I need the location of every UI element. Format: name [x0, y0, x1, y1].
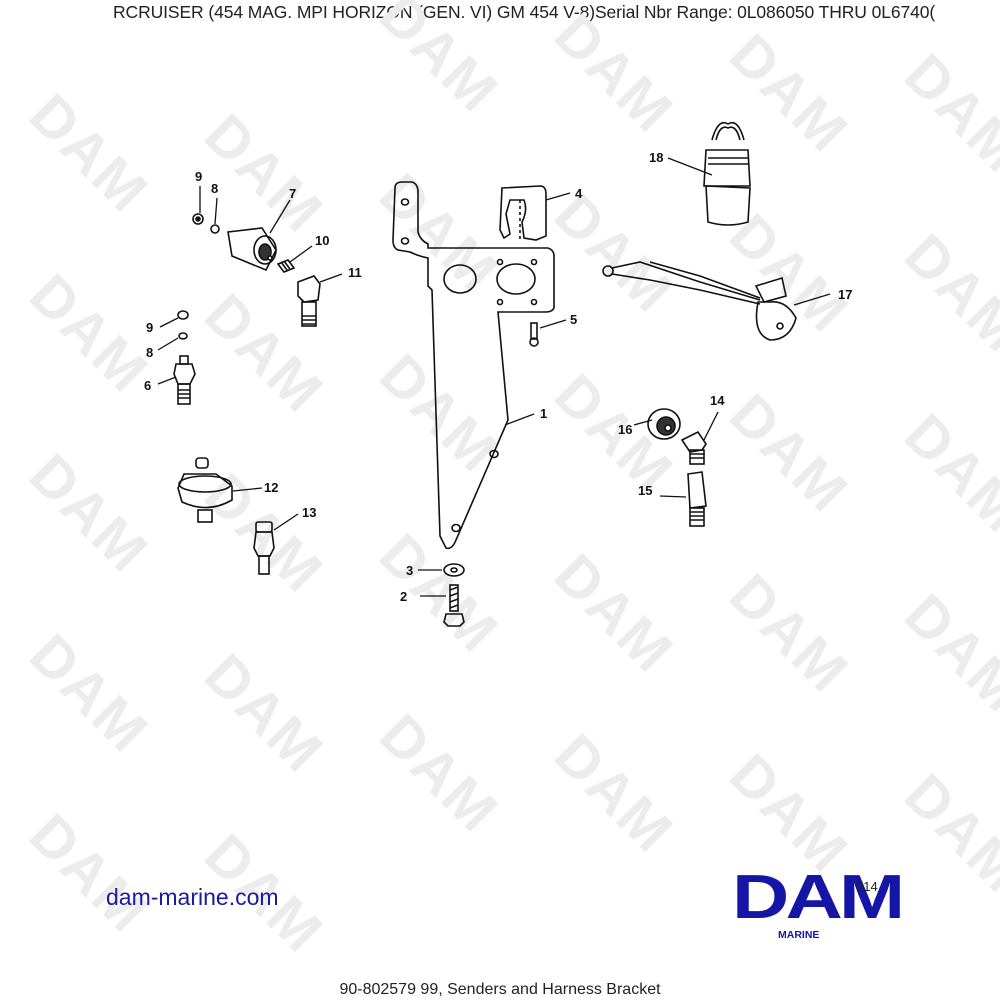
lockwasher-part-8-lower [178, 332, 188, 340]
callout-numbers: 1 2 3 4 5 6 7 8 8 9 9 10 11 12 13 14 15 … [144, 150, 852, 604]
callout-6: 6 [144, 378, 151, 393]
callout-10: 10 [315, 233, 329, 248]
logo-wordmark: DAM [732, 863, 905, 932]
harness-part-17 [602, 261, 797, 341]
callout-1: 1 [540, 406, 547, 421]
website-link[interactable]: dam-marine.com [106, 884, 279, 910]
callout-13: 13 [302, 505, 316, 520]
nut-part-9-lower [177, 310, 189, 320]
fitting-part-10 [276, 259, 296, 273]
callout-5: 5 [570, 312, 577, 327]
connector-part-18 [703, 121, 751, 226]
bracket-part-1 [392, 181, 555, 550]
callout-11: 11 [348, 265, 362, 280]
sender-part-7 [227, 227, 277, 272]
screw-part-5 [529, 322, 539, 347]
bolt-part-2 [443, 584, 465, 627]
sensor-part-13 [253, 521, 275, 575]
callout-8-lower: 8 [146, 345, 153, 360]
diagram-caption: 90-802579 99, Senders and Harness Bracke… [339, 981, 661, 998]
callout-8-upper: 8 [211, 181, 218, 196]
callout-17: 17 [838, 287, 852, 302]
callout-7: 7 [289, 186, 296, 201]
callout-4: 4 [575, 186, 583, 201]
header-title: RCRUISER (454 MAG. MPI HORIZON (GEN. VI)… [113, 2, 936, 22]
adaptor-part-11 [297, 275, 321, 327]
logo-subtext: MARINE [778, 929, 820, 941]
nut-part-9-upper [192, 213, 204, 225]
callout-14: 14 [710, 393, 725, 408]
extension-part-15 [687, 471, 707, 527]
switch-part-16 [647, 408, 681, 440]
callout-18: 18 [649, 150, 663, 165]
callout-9-upper: 9 [195, 169, 202, 184]
callout-3: 3 [406, 563, 413, 578]
washer-part-3 [443, 563, 465, 577]
callout-2: 2 [400, 589, 407, 604]
callout-12: 12 [264, 480, 278, 495]
leader-lines [157, 157, 831, 597]
lockwasher-part-8-upper [210, 224, 220, 234]
dam-marine-logo: DAM 014 MARINE [732, 863, 905, 946]
page-header: RCRUISER (454 MAG. MPI HORIZON (GEN. VI)… [0, 0, 1000, 26]
clip-part-4 [499, 185, 547, 241]
callout-9-lower: 9 [146, 320, 153, 335]
logo-superscript: 014 [856, 879, 878, 894]
sensor-part-12 [177, 457, 233, 523]
callout-15: 15 [638, 483, 652, 498]
sender-part-6 [173, 355, 196, 405]
callout-16: 16 [618, 422, 632, 437]
elbow-part-14 [680, 430, 707, 465]
